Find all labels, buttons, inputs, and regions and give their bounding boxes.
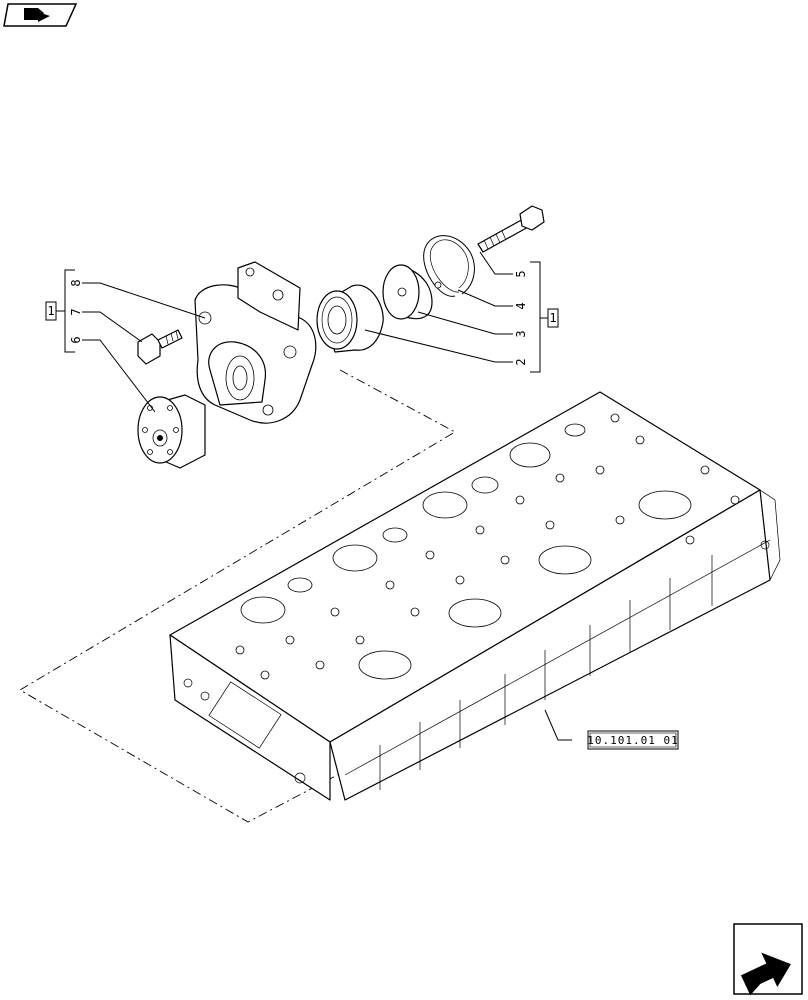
left-group-bracket [45,269,75,353]
pump-hub [137,394,206,469]
callout-5: 5 [514,270,528,277]
callout-6: 6 [69,336,83,343]
callout-3: 3 [514,330,528,337]
bearing [316,284,384,353]
seal-disc [382,264,433,320]
reference-box[interactable] [587,730,679,750]
callout-7: 7 [69,308,83,315]
book-arrow-icon[interactable] [3,3,78,27]
leader-lines [82,251,572,741]
right-group-marker: 1 [549,311,556,325]
callout-4: 4 [514,302,528,309]
callout-8: 8 [69,279,83,286]
reference-label: 10.101.01 01 [587,734,678,747]
right-group-bracket [530,261,559,373]
hex-bolt-small [137,329,183,365]
water-pump-body [194,261,317,424]
left-group-marker: 1 [47,304,54,318]
next-page-arrow-icon[interactable] [733,923,803,999]
hex-bolt-long [477,205,545,253]
snap-ring [423,235,475,297]
callout-2: 2 [514,358,528,365]
cylinder-head [169,391,781,801]
